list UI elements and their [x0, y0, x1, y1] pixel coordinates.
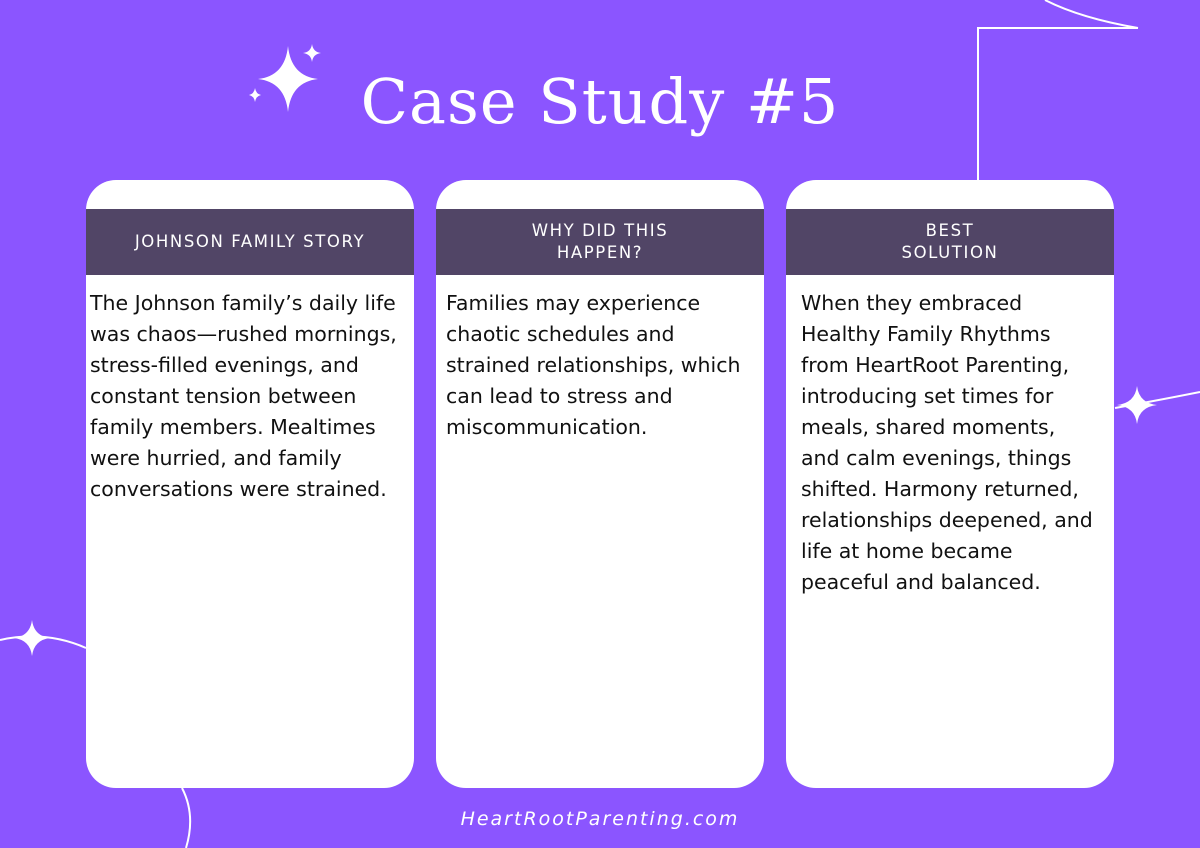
card-body-text: The Johnson family’s daily life was chao…	[90, 291, 397, 501]
website-footer[interactable]: HeartRootParenting.com	[460, 808, 740, 830]
card-header: JOHNSON FAMILY STORY	[86, 209, 414, 275]
sparkle-icon-right	[1117, 386, 1157, 424]
card-body-text: When they embraced Healthy Family Rhythm…	[801, 291, 1093, 594]
arc-line-top-right	[1044, 0, 1139, 29]
card-best-solution: BEST SOLUTION When they embraced Healthy…	[786, 180, 1114, 788]
card-why-happen: WHY DID THIS HAPPEN? Families may experi…	[436, 180, 764, 788]
card-body-text: Families may experience chaotic schedule…	[446, 291, 741, 439]
card-header: WHY DID THIS HAPPEN?	[436, 209, 764, 275]
card-family-story: JOHNSON FAMILY STORY The Johnson family’…	[86, 180, 414, 788]
arc-line-left	[0, 635, 87, 649]
arc-line-right	[1114, 391, 1200, 409]
sparkle-icon-left	[14, 620, 50, 656]
sparkle-icon-small	[303, 44, 321, 62]
page-title: Case Study #5	[360, 65, 840, 138]
card-header: BEST SOLUTION	[786, 209, 1114, 275]
